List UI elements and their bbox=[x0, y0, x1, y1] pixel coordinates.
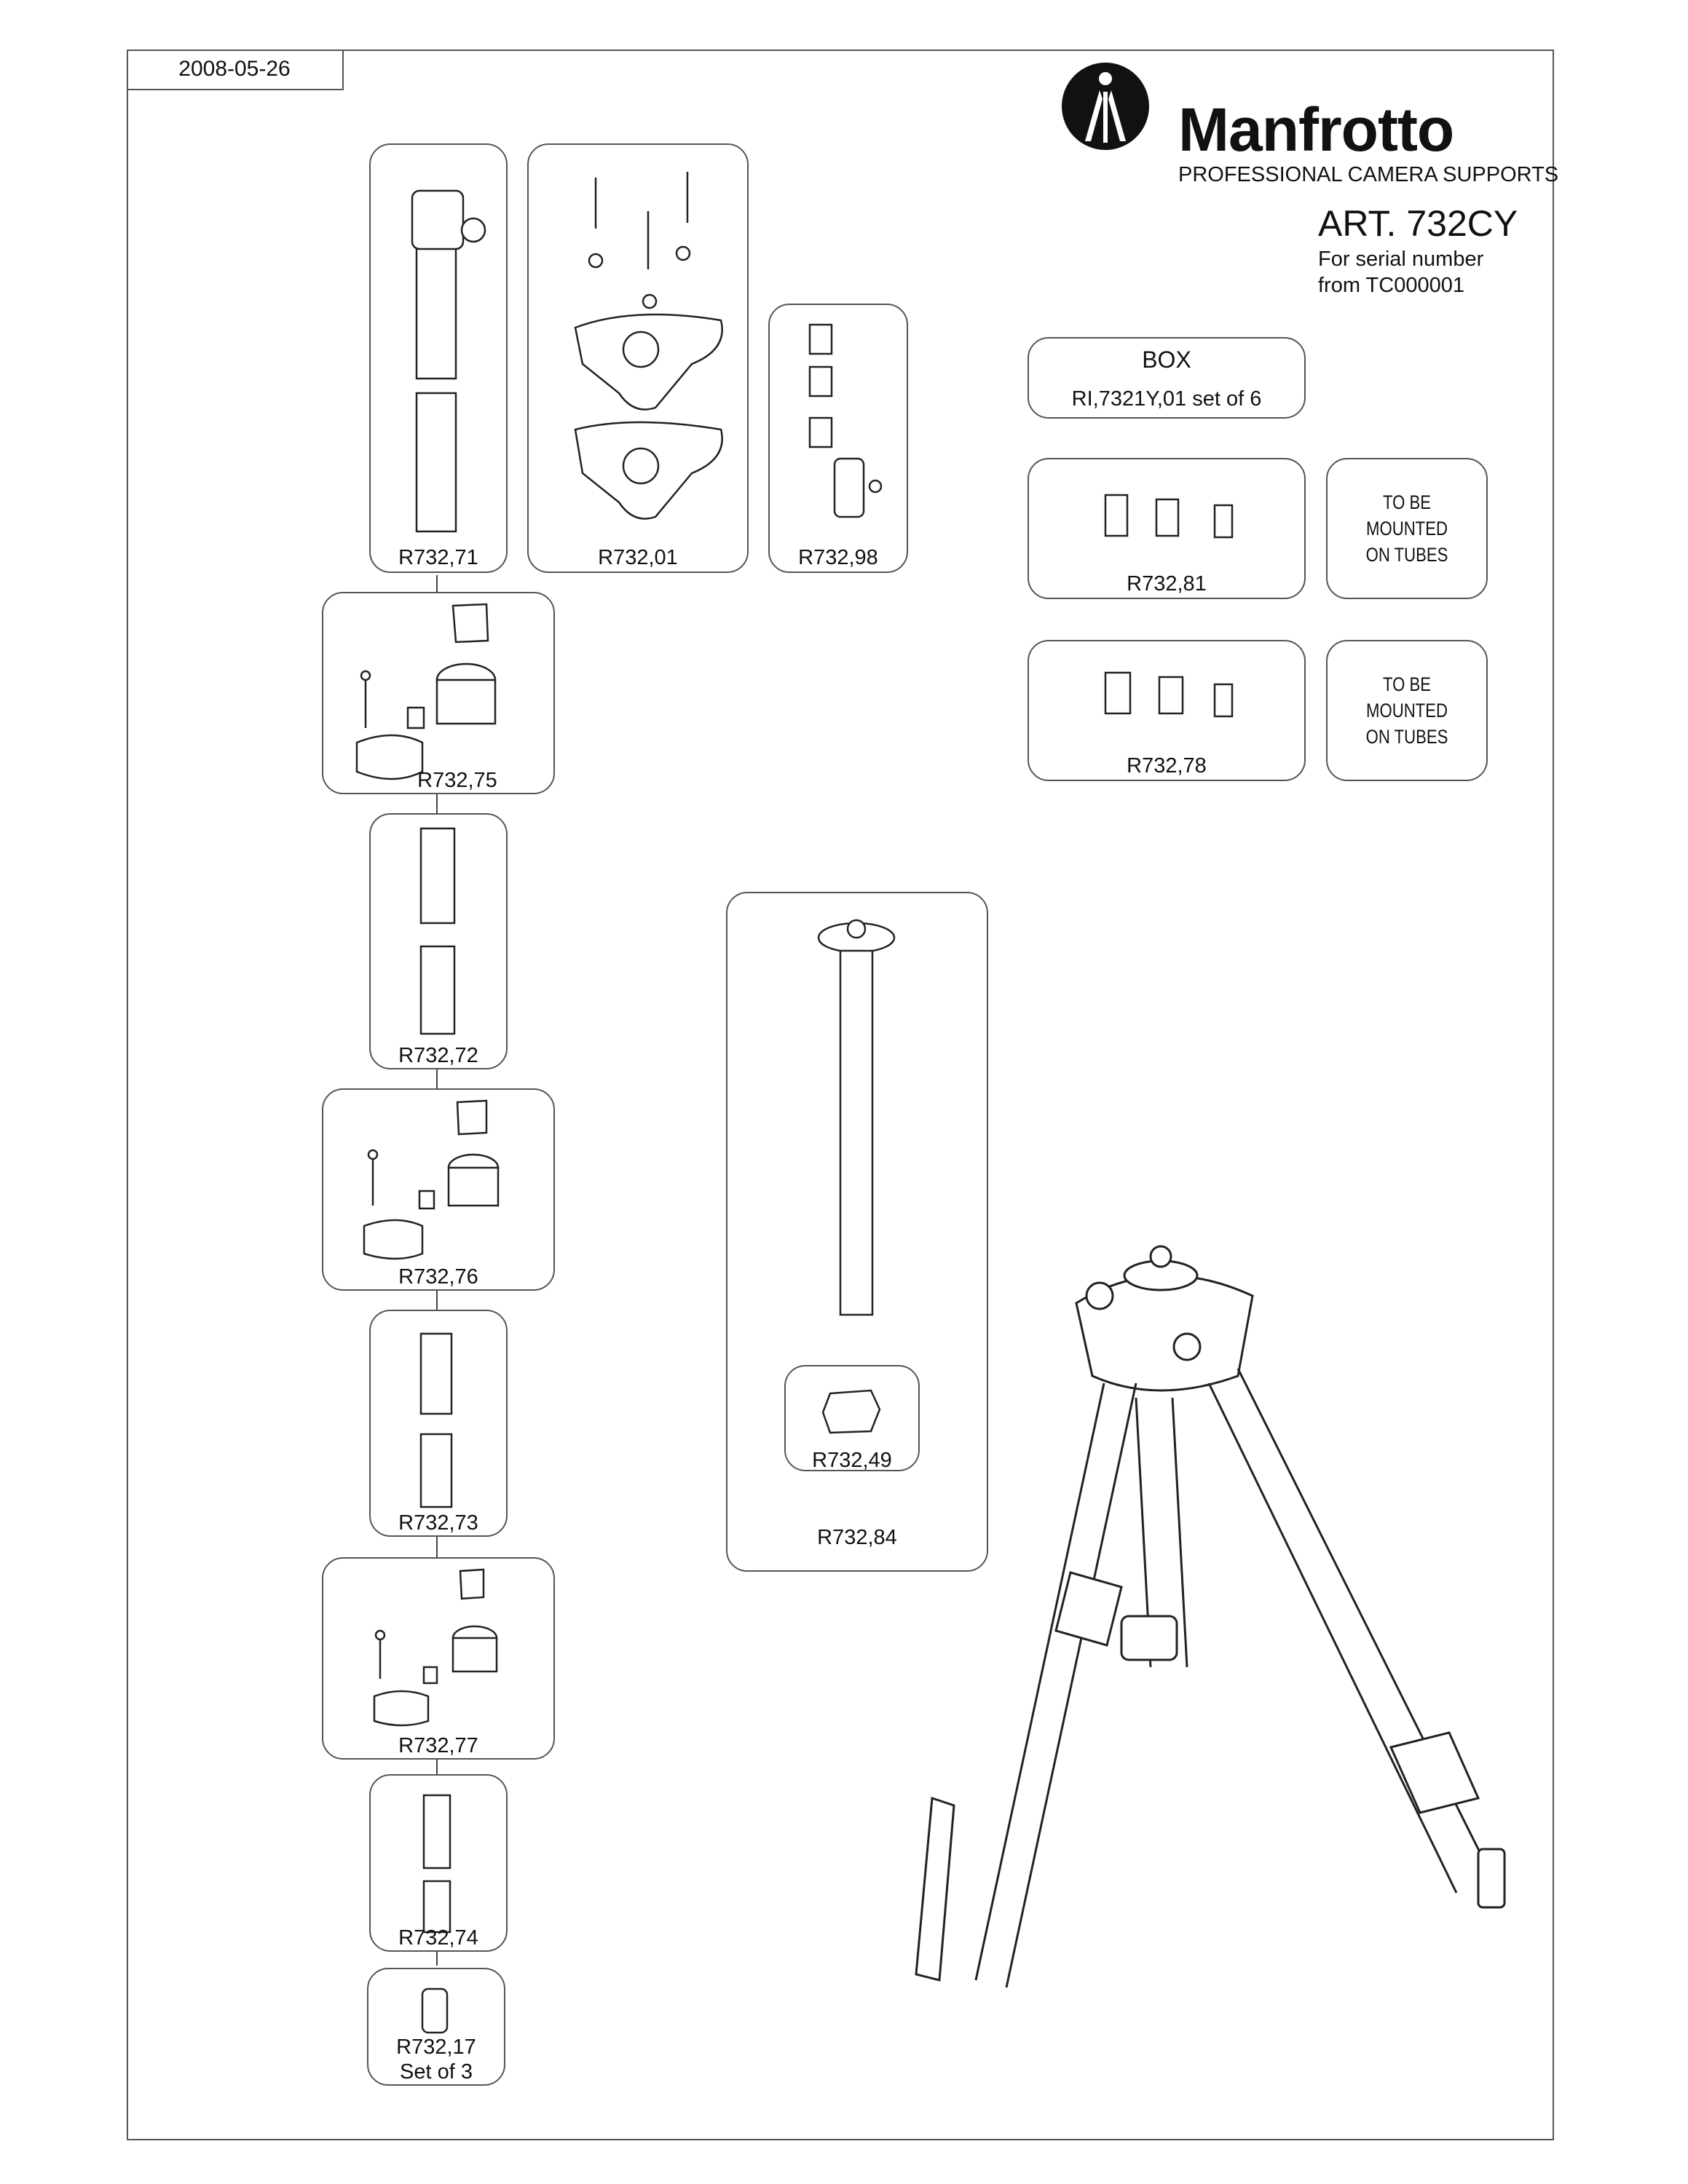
serial-info: For serial number from TC000001 bbox=[1318, 246, 1483, 298]
part-label-r73: R732,73 bbox=[398, 1511, 478, 1535]
part-box-r73 bbox=[369, 1310, 508, 1537]
brand-name: Manfrotto bbox=[1178, 95, 1454, 164]
part-label-r84: R732,84 bbox=[817, 1526, 897, 1549]
kit-note-r81-line3: ON TUBES bbox=[1365, 544, 1448, 566]
part-box-r77 bbox=[322, 1557, 555, 1760]
part-label-r76: R732,76 bbox=[398, 1265, 478, 1289]
serial-line-2: from TC000001 bbox=[1318, 274, 1464, 297]
article-number: ART. 732CY bbox=[1318, 203, 1518, 244]
box-title: BOX bbox=[1142, 347, 1191, 373]
serial-line-1: For serial number bbox=[1318, 248, 1484, 271]
kit-code-r81: R732,81 bbox=[1127, 572, 1207, 596]
note-box-r81 bbox=[1326, 458, 1488, 599]
part-label-r74: R732,74 bbox=[398, 1926, 478, 1950]
brand-tagline: PROFESSIONAL CAMERA SUPPORTS bbox=[1178, 163, 1559, 186]
tripod-illustration bbox=[915, 1245, 1506, 1988]
part-box-r76 bbox=[322, 1088, 555, 1291]
kit-note-r78-line3: ON TUBES bbox=[1365, 726, 1448, 748]
part-label-r77: R732,77 bbox=[398, 1734, 478, 1757]
part-label-r72: R732,72 bbox=[398, 1044, 478, 1067]
kit-note-r81-line1: TO BE bbox=[1382, 491, 1432, 513]
part-label-r17: R732,17 bbox=[396, 2035, 476, 2059]
part-box-r98 bbox=[768, 304, 908, 573]
kit-note-r78: TO BE MOUNTED ON TUBES bbox=[1341, 671, 1472, 750]
kit-note-r81-line2: MOUNTED bbox=[1366, 518, 1448, 539]
date-box: 2008-05-26 bbox=[127, 50, 344, 90]
part-box-r72 bbox=[369, 813, 508, 1069]
part-label-r71: R732,71 bbox=[398, 546, 478, 569]
part-label-r75: R732,75 bbox=[417, 769, 497, 792]
kit-note-r81: TO BE MOUNTED ON TUBES bbox=[1341, 489, 1472, 568]
part-qty-r17: Set of 3 bbox=[400, 2060, 473, 2084]
kit-code-r78: R732,78 bbox=[1127, 754, 1207, 778]
part-label-r01: R732,01 bbox=[598, 546, 678, 569]
kit-note-r78-line1: TO BE bbox=[1382, 673, 1432, 695]
part-label-r49: R732,49 bbox=[812, 1449, 892, 1472]
kit-note-r78-line2: MOUNTED bbox=[1366, 700, 1448, 721]
note-box-r78 bbox=[1326, 640, 1488, 781]
drawing-frame bbox=[127, 50, 1554, 2140]
box-panel bbox=[1028, 337, 1306, 419]
part-label-r98: R732,98 bbox=[798, 546, 878, 569]
box-code: RI,7321Y,01 set of 6 bbox=[1071, 387, 1262, 411]
manfrotto-logo-icon bbox=[1062, 63, 1149, 150]
drawing-date: 2008-05-26 bbox=[178, 57, 291, 81]
